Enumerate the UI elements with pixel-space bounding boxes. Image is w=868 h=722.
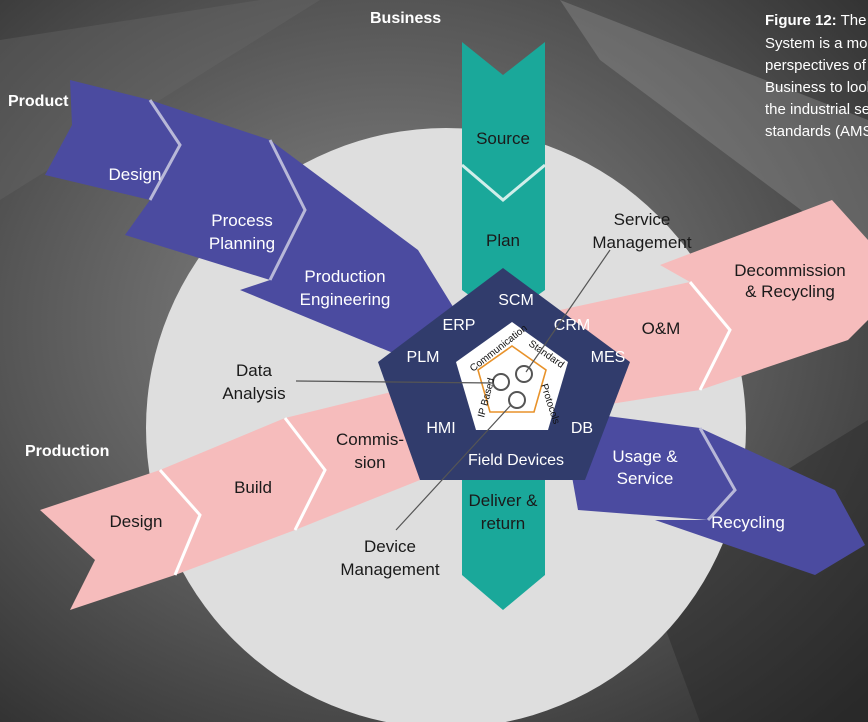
device-management-leader [395, 404, 512, 531]
production-chevron-build [160, 418, 325, 575]
scm-label: SCM [498, 292, 534, 309]
section-production-label: Production [25, 443, 109, 460]
product-chevron-production-engineering [240, 140, 455, 360]
production-engineering-label: Production [304, 267, 385, 286]
device-management-label: Management [340, 560, 440, 579]
inner-protocol-pentagon [456, 322, 568, 430]
background-texture [560, 0, 868, 260]
chevron-divider [698, 427, 737, 522]
node-circle [492, 373, 510, 391]
service-management-label: Management [592, 233, 692, 252]
node-circle [515, 365, 533, 383]
chevron-divider [283, 417, 327, 531]
chevron-divider [158, 469, 202, 576]
recycling-label: Recycling [711, 513, 785, 532]
usage-label: Usage & [612, 447, 678, 466]
chevron-divider [268, 139, 307, 281]
right-chevron-recycling [655, 428, 865, 575]
plan-label: Plan [486, 231, 520, 250]
data-analysis-label: Analysis [222, 384, 285, 403]
process-planning-label: Planning [209, 234, 275, 253]
build-label: Build [234, 478, 272, 497]
plm-label: PLM [407, 349, 440, 366]
data-analysis-leader [295, 380, 495, 384]
protocol-orange-ring [477, 345, 547, 413]
om-label: O&M [642, 319, 681, 338]
field-devices-label: Field Devices [468, 452, 564, 469]
data-analysis-label: Data [236, 361, 272, 380]
production-chevron-design [40, 470, 200, 610]
production-design-label: Design [110, 512, 163, 531]
erp-label: ERP [443, 317, 476, 334]
node-circle [508, 391, 526, 409]
business-chevron-deliver [462, 470, 545, 610]
commission-label: Commis- [336, 430, 404, 449]
chevron-divider [148, 99, 182, 201]
source-label: Source [476, 129, 530, 148]
right-chevron-usage [560, 410, 735, 520]
product-chevron-process-planning [125, 100, 305, 280]
decommission-label: & Recycling [745, 282, 835, 301]
crm-label: CRM [554, 317, 590, 334]
usage-label: Service [617, 469, 674, 488]
process-planning-label: Process [211, 211, 272, 230]
figure-caption-line: perspectives of Pro [765, 57, 868, 74]
product-chevron-design [45, 80, 180, 200]
deliver-label: Deliver & [469, 491, 539, 510]
business-chevron-plan [462, 165, 545, 320]
figure-caption-line: Business to look at [765, 79, 868, 96]
hmi-label: HMI [426, 420, 455, 437]
right-chevron-decommission [660, 200, 868, 390]
device-management-label: Device [364, 537, 416, 556]
figure-caption-line: the industrial secto [765, 101, 868, 118]
section-product-label: Product [8, 93, 69, 110]
section-business-label: Business [370, 10, 441, 27]
db-label: DB [571, 420, 593, 437]
mes-label: MES [591, 349, 626, 366]
deliver-label: return [481, 514, 525, 533]
service-management-label: Service [614, 210, 671, 229]
production-engineering-label: Engineering [300, 290, 391, 309]
chevron-divider [461, 163, 546, 202]
figure-caption: Figure 12: The NIS [765, 12, 868, 29]
figure-caption-line: System is a model [765, 35, 868, 52]
figure-caption-line: standards (AMS). [765, 123, 868, 140]
service-management-leader [525, 249, 611, 373]
chevron-divider [688, 281, 732, 391]
decommission-label: Decommission [734, 261, 845, 280]
commission-label: sion [354, 453, 385, 472]
product-design-label: Design [109, 165, 162, 184]
business-chevron-source [462, 42, 545, 200]
